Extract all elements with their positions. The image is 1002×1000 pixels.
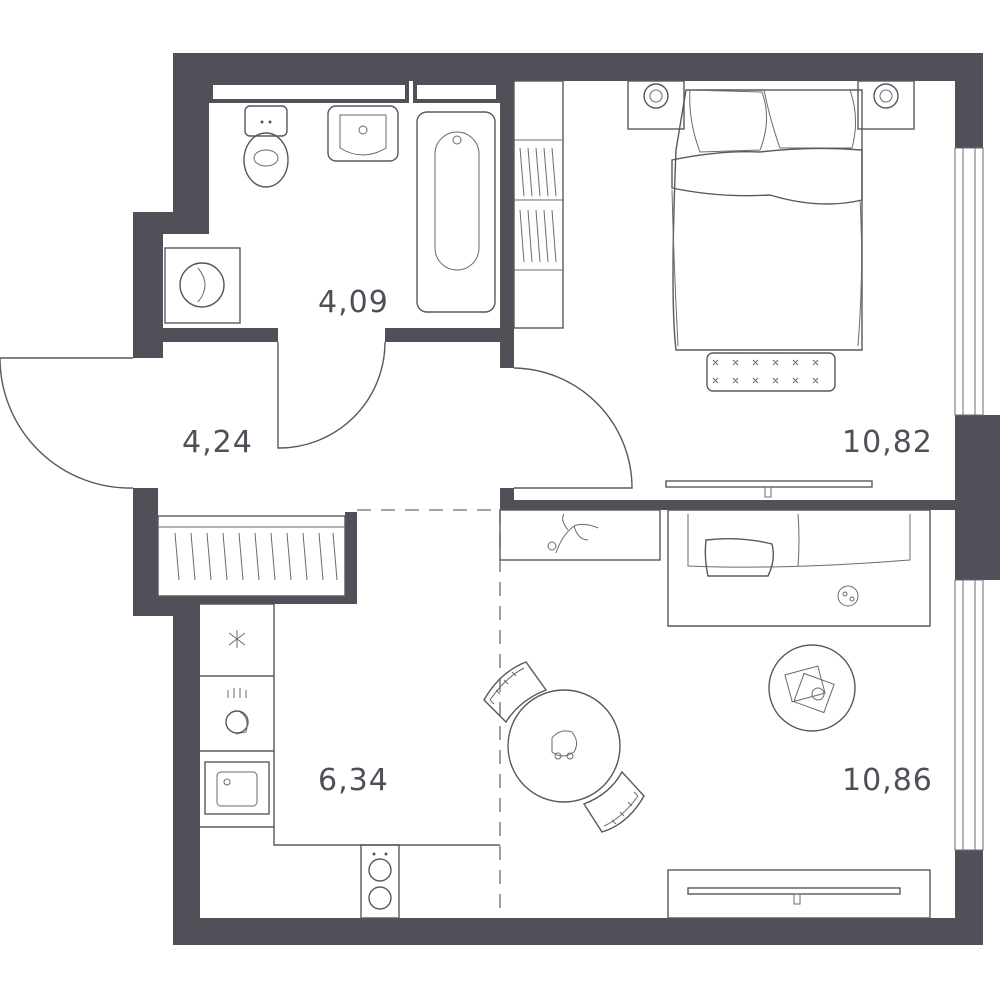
sink-icon: [327, 105, 399, 162]
coffee-table-icon: [768, 644, 856, 732]
windows: [954, 147, 984, 851]
rug-icon: [706, 352, 836, 392]
area-label-hallway: 4,24: [182, 425, 253, 460]
living-fixtures: [483, 509, 931, 919]
bathtub-icon: [416, 111, 496, 313]
lamp-icon: [643, 83, 899, 109]
area-labels: 4,09 4,24 10,82 6,34 10,86: [182, 285, 933, 798]
area-label-kitchen: 6,34: [318, 763, 389, 798]
chair-icon: [582, 770, 645, 833]
bathroom-fixtures: [164, 105, 496, 324]
closet-icon: [157, 515, 346, 597]
area-label-living-room: 10,86: [842, 763, 933, 798]
washing-machine-icon: [164, 247, 241, 324]
toilet-icon: [243, 105, 289, 188]
sofa-icon: [667, 509, 931, 627]
dining-table-icon: [507, 689, 621, 803]
kitchen-fixtures: [200, 603, 500, 919]
stove-icon: [360, 844, 400, 919]
bed-icon: [671, 89, 863, 351]
kitchen-sink-icon: [204, 761, 270, 815]
tv-icon: [665, 480, 873, 498]
chair-icon: [483, 661, 548, 724]
tv-unit-icon: [667, 869, 931, 919]
wardrobe-icon: [513, 80, 564, 329]
plant-icon: [547, 513, 599, 554]
bedroom-fixtures: [627, 80, 915, 498]
area-label-bedroom: 10,82: [842, 425, 933, 460]
dishwasher-icon: [225, 688, 249, 735]
walls: [133, 53, 1000, 945]
doors: [0, 341, 633, 918]
area-label-bathroom: 4,09: [318, 285, 389, 320]
fridge-icon: [228, 630, 246, 648]
